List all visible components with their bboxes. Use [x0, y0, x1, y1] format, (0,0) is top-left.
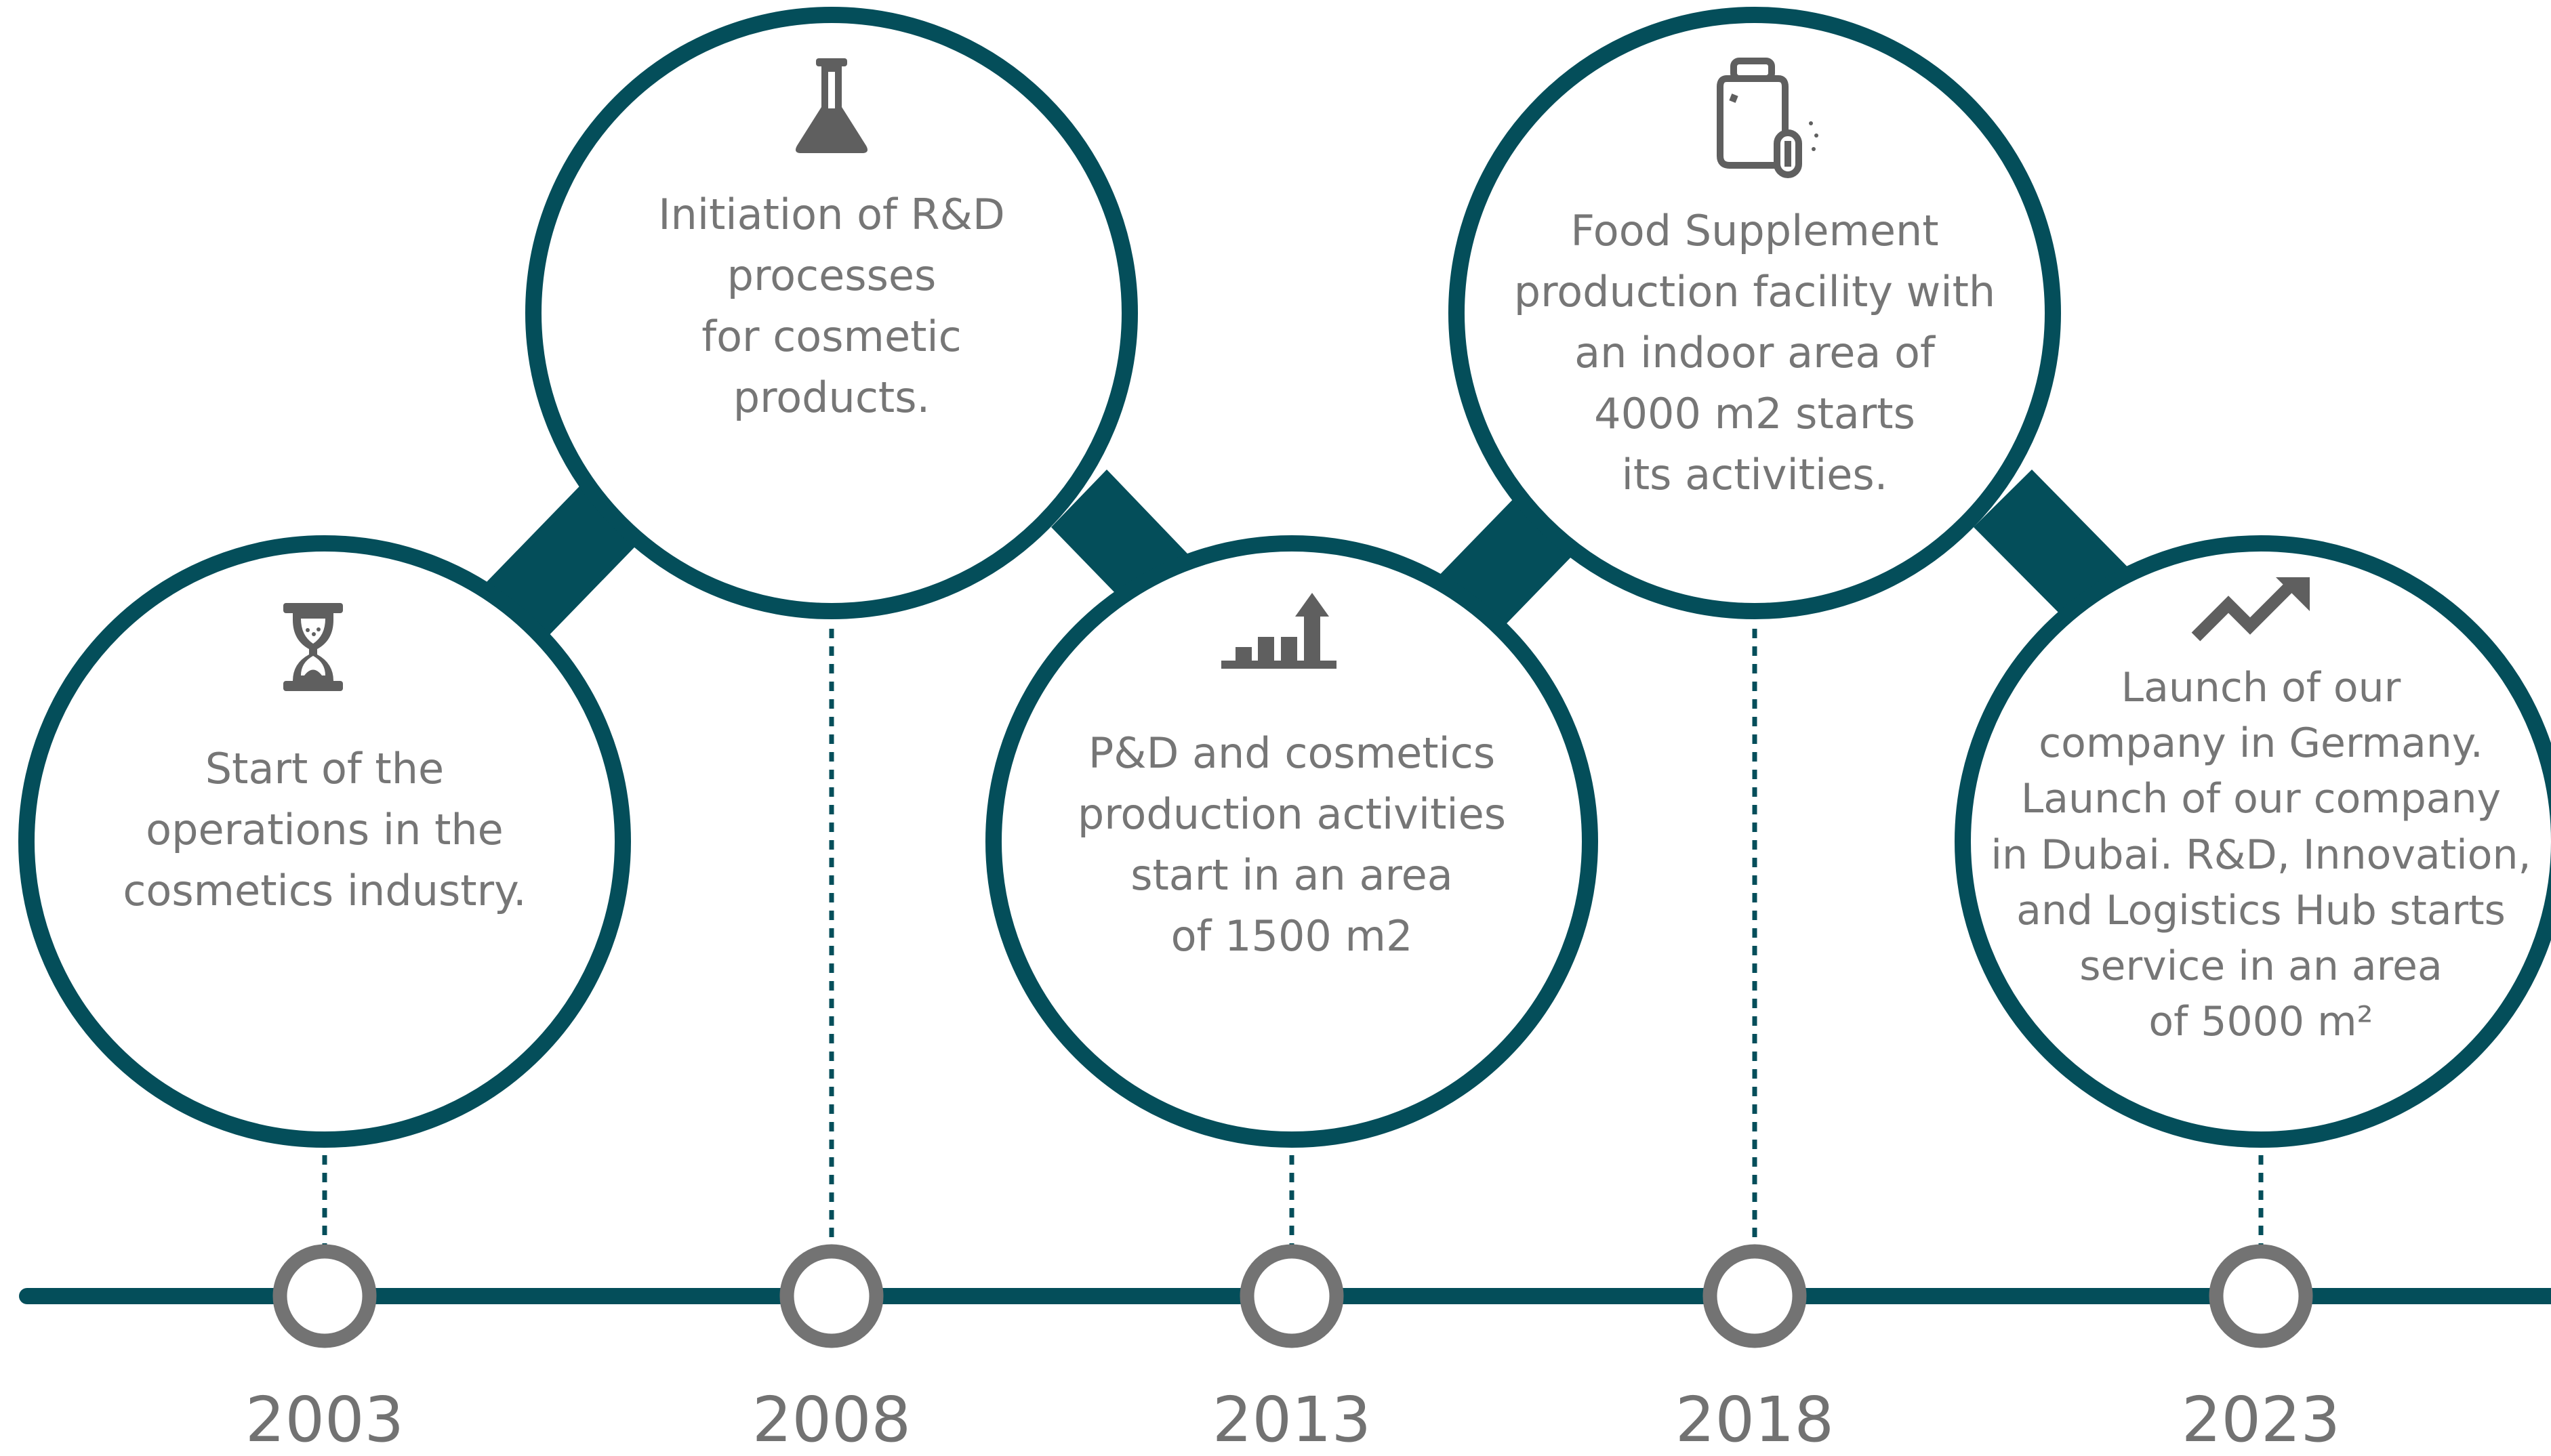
milestone-text-2023: Launch of our company in Germany. Launch…: [1991, 664, 2531, 1046]
milestone-circle-2018: [1448, 7, 2061, 619]
year-label-2008: 2008: [752, 1384, 912, 1456]
milestone-circle-2003: [18, 535, 631, 1148]
year-label-2023: 2023: [2181, 1384, 2341, 1456]
year-label-2018: 2018: [1675, 1384, 1835, 1456]
milestone-circle-2023: [1955, 535, 2551, 1148]
milestone-text-2008: Initiation of R&D processes for cosmetic…: [658, 190, 1005, 422]
supplement-jar-icon: [1717, 58, 1818, 178]
timeline-nodes: [272, 1244, 2313, 1348]
flask-icon: [796, 58, 868, 153]
milestone-circle-2008: [525, 7, 1138, 619]
milestone-text-2003: Start of the operations in the cosmetics…: [123, 744, 527, 915]
drop-lines: [322, 629, 2264, 1248]
year-label-2013: 2013: [1212, 1384, 1372, 1456]
milestone-circle-2013: [985, 535, 1598, 1148]
milestone-text-2013: P&D and cosmetics production activities …: [1077, 728, 1507, 961]
milestone-circles: [18, 7, 2551, 1148]
milestone-text-2018: Food Supplement production facility with…: [1513, 206, 1996, 499]
timeline-node-2013: [1240, 1244, 1344, 1348]
year-label-2003: 2003: [245, 1384, 405, 1456]
timeline-node-2008: [779, 1244, 884, 1348]
timeline-node-2003: [272, 1244, 377, 1348]
timeline-node-2018: [1702, 1244, 1807, 1348]
timeline-node-2023: [2209, 1244, 2313, 1348]
trend-up-icon: [2191, 577, 2310, 642]
growth-bars-icon: [1221, 593, 1336, 669]
hourglass-icon: [283, 603, 343, 691]
